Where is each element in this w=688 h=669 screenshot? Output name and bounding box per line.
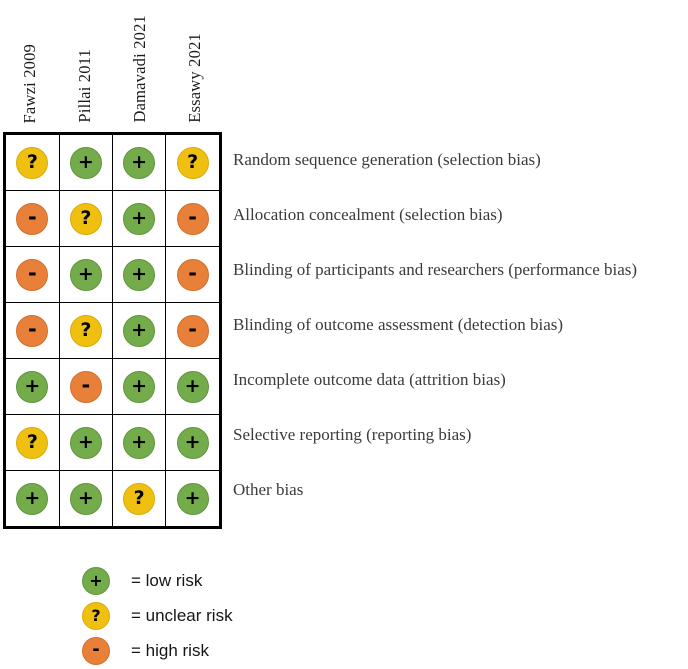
judgement-low-icon: +	[16, 370, 49, 403]
column-header-label: Fawzi 2009	[20, 43, 40, 123]
judgement-cell[interactable]: +	[165, 358, 219, 415]
domain-label: Other bias	[233, 479, 304, 499]
judgement-cell[interactable]: -	[165, 190, 219, 247]
judgement-low-icon: +	[123, 314, 156, 347]
domain-label: Selective reporting (reporting bias)	[233, 424, 472, 444]
table-row: -?+-	[6, 302, 219, 359]
judgement-cell[interactable]: +	[6, 470, 60, 526]
judgement-cell[interactable]: +	[111, 135, 167, 191]
table-row: -++-	[6, 246, 219, 303]
legend-label: = unclear risk	[131, 605, 233, 625]
judgement-unclear-icon: ?	[123, 482, 156, 515]
judgement-cell[interactable]: +	[58, 135, 114, 191]
column-header-label: Essawy 2021	[185, 33, 205, 123]
column-header-label: Pillai 2011	[75, 49, 95, 123]
judgement-unclear-icon: ?	[176, 146, 209, 179]
judgement-cell[interactable]: +	[111, 358, 167, 415]
judgement-low-icon: +	[69, 426, 102, 459]
judgement-low-icon: +	[123, 258, 156, 291]
judgement-cell[interactable]: -	[6, 246, 60, 303]
domain-label: Incomplete outcome data (attrition bias)	[233, 369, 506, 389]
judgement-cell[interactable]: +	[111, 190, 167, 247]
judgement-unclear-icon: ?	[16, 426, 49, 459]
judgement-high-icon: -	[69, 370, 102, 403]
judgement-high-icon: -	[176, 202, 209, 235]
column-header-study: Damavadi 2021	[113, 3, 168, 123]
table-row: + +? +	[6, 470, 219, 526]
column-header-label: Damavadi 2021	[130, 15, 150, 123]
table-row: ? + +?	[6, 135, 219, 191]
legend-item: - = high risk	[82, 633, 482, 668]
judgement-cell[interactable]: ?	[165, 135, 219, 191]
risk-of-bias-table: ?++?-?+--++--?+-+-++?+++++?+	[6, 135, 219, 526]
column-headers: Fawzi 2009 Pillai 2011 Damavadi 2021 Essawy…	[3, 0, 222, 132]
judgement-cell[interactable]: -	[165, 246, 219, 303]
judgement-cell[interactable]: +	[111, 414, 167, 471]
domain-label: Blinding of participants and researchers…	[233, 259, 638, 279]
judgement-low-icon: +	[16, 482, 49, 515]
table-row: +-++	[6, 358, 219, 415]
table-row: -?+-	[6, 190, 219, 247]
judgement-low-icon: +	[69, 258, 102, 291]
judgement-cell[interactable]: +	[58, 414, 114, 471]
judgement-low-icon: +	[176, 482, 209, 515]
column-header-study: Pillai 2011	[58, 3, 113, 123]
judgement-cell[interactable]: +	[58, 246, 114, 303]
legend-unclear-icon: ?	[82, 601, 110, 630]
judgement-cell[interactable]: -	[58, 358, 114, 415]
legend-low-icon: +	[82, 566, 110, 595]
judgement-low-icon: +	[176, 370, 209, 403]
judgement-high-icon: -	[176, 314, 209, 347]
risk-of-bias-grid: ?++?-?+--++--?+-+-++?+++++?+	[3, 132, 222, 529]
judgement-low-icon: +	[123, 202, 156, 235]
judgement-high-icon: -	[16, 314, 49, 347]
column-header-study: Fawzi 2009	[3, 3, 58, 123]
judgement-cell[interactable]: +	[58, 470, 114, 526]
legend-item: + = low risk	[82, 563, 482, 598]
judgement-low-icon: +	[69, 146, 102, 179]
legend-item: ? = unclear risk	[82, 598, 482, 633]
table-row: ? + + +	[6, 414, 219, 471]
judgement-cell[interactable]: ?	[6, 414, 60, 471]
judgement-low-icon: +	[123, 146, 156, 179]
judgement-high-icon: -	[16, 202, 49, 235]
judgement-unclear-icon: ?	[69, 202, 102, 235]
domain-label: Random sequence generation (selection bi…	[233, 149, 541, 169]
judgement-cell[interactable]: +	[111, 246, 167, 303]
judgement-low-icon: +	[69, 482, 102, 515]
legend-label: = low risk	[131, 570, 203, 590]
legend: + = low risk? = unclear risk - = high risk	[82, 563, 482, 668]
judgement-low-icon: +	[176, 426, 209, 459]
judgement-cell[interactable]: ?	[58, 190, 114, 247]
legend-label: = high risk	[131, 640, 209, 660]
judgement-cell[interactable]: +	[165, 414, 219, 471]
judgement-unclear-icon: ?	[69, 314, 102, 347]
judgement-cell[interactable]: ?	[111, 470, 167, 526]
domain-labels: Random sequence generation (selection bi…	[233, 132, 688, 517]
judgement-cell[interactable]: +	[6, 358, 60, 415]
domain-label: Blinding of outcome assessment (detectio…	[233, 314, 564, 334]
judgement-unclear-icon: ?	[16, 146, 49, 179]
judgement-low-icon: +	[123, 426, 156, 459]
judgement-cell[interactable]: +	[111, 302, 167, 359]
judgement-cell[interactable]: -	[6, 190, 60, 247]
column-header-study: Essawy 2021	[168, 3, 223, 123]
judgement-high-icon: -	[16, 258, 49, 291]
legend-high-icon: -	[82, 636, 110, 665]
judgement-cell[interactable]: ?	[58, 302, 114, 359]
judgement-high-icon: -	[176, 258, 209, 291]
domain-label: Allocation concealment (selection bias)	[233, 204, 503, 224]
judgement-cell[interactable]: +	[165, 470, 219, 526]
judgement-cell[interactable]: -	[165, 302, 219, 359]
judgement-cell[interactable]: ?	[6, 135, 60, 191]
judgement-cell[interactable]: -	[6, 302, 60, 359]
judgement-low-icon: +	[123, 370, 156, 403]
